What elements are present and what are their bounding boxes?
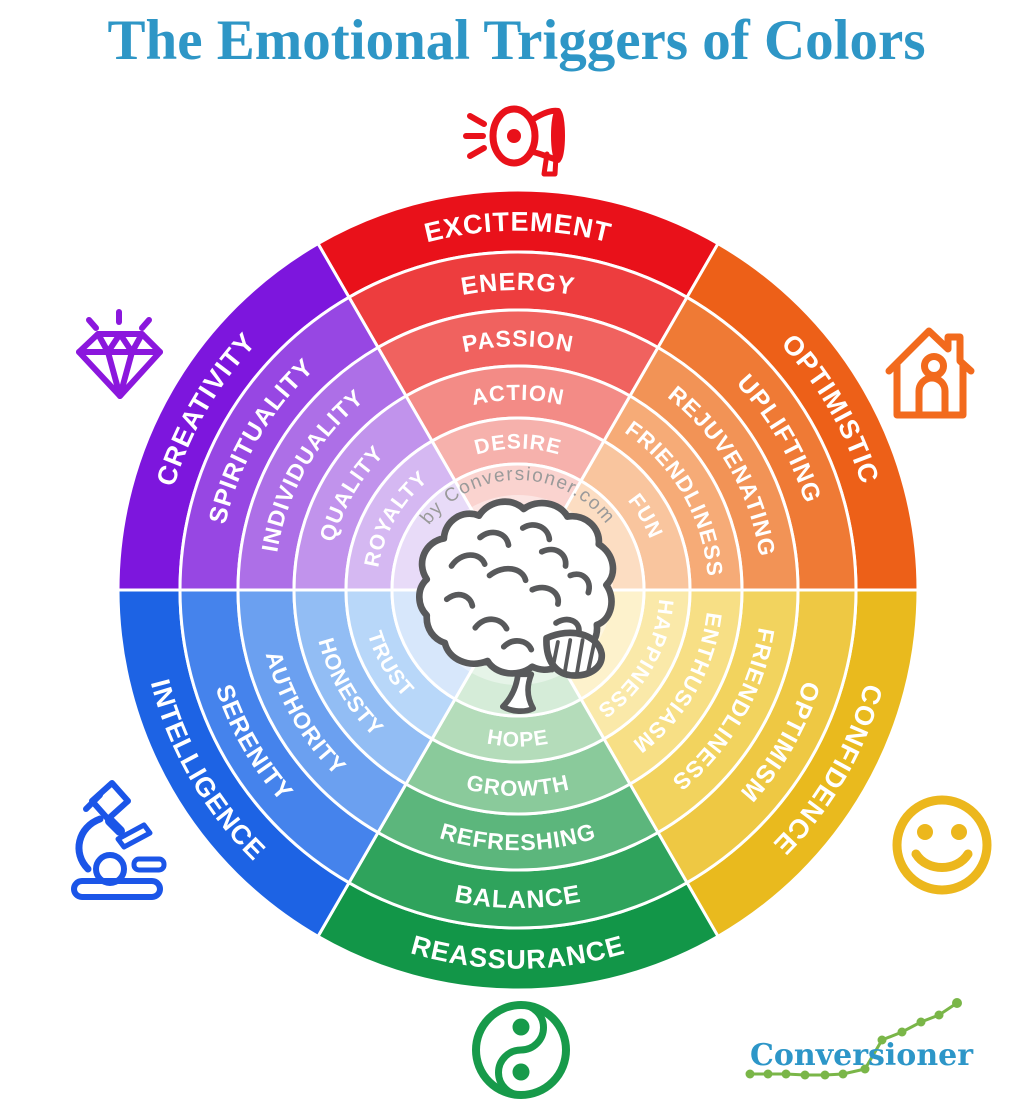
diamond-icon	[76, 309, 163, 399]
house-icon	[885, 327, 975, 419]
conversioner-logo: Conversioner	[745, 998, 974, 1080]
logo-wordmark: Conversioner	[750, 1038, 974, 1073]
logo-growth-dots	[745, 998, 962, 1080]
emotion-label-energy: ENERGY	[459, 268, 577, 301]
microscope-icon	[71, 780, 167, 900]
megaphone-icon	[463, 105, 565, 177]
page-title: The Emotional Triggers of Colors	[107, 9, 926, 72]
brain-icon	[416, 498, 617, 714]
emotion-label-hope: HOPE	[486, 726, 551, 752]
yinyang-icon	[472, 1001, 570, 1099]
smiley-icon	[892, 795, 992, 895]
